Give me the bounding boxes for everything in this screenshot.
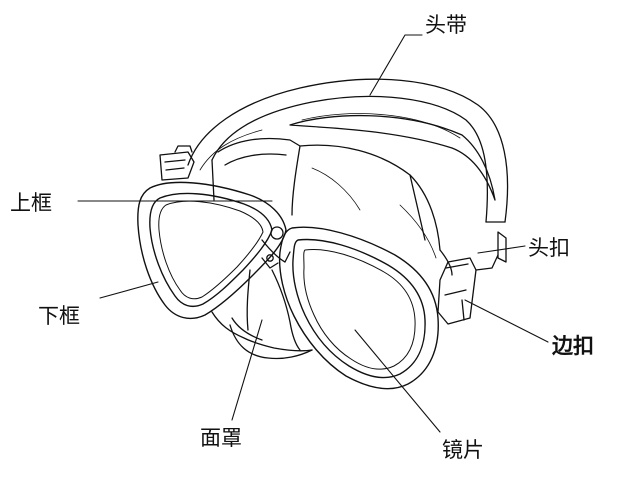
headband-label: 头带 [425,13,467,37]
mask-skirt-lower [211,269,313,360]
right-side-buckle [437,231,507,325]
nose-bridge [261,226,291,269]
leader-head-buckle [477,245,526,254]
side-buckle-label: 边扣 [552,334,594,358]
head-buckle-label: 头扣 [528,236,570,260]
leader-headband [369,34,423,96]
leader-lower-frame [99,281,159,299]
mask-body [217,137,453,276]
lens-label: 镜片 [442,438,484,462]
right-frame [278,226,439,390]
leader-mask-skirt [231,319,263,421]
lower-frame-label: 下框 [38,304,80,328]
leader-lines [77,34,549,433]
mask-skirt-label: 面罩 [200,426,242,450]
left-side-buckle [159,145,195,181]
headband-strap [187,78,509,223]
left-frame [137,181,287,320]
upper-frame-label: 上框 [10,191,52,215]
leader-lens [354,329,441,433]
leader-side-buckle [464,299,549,343]
